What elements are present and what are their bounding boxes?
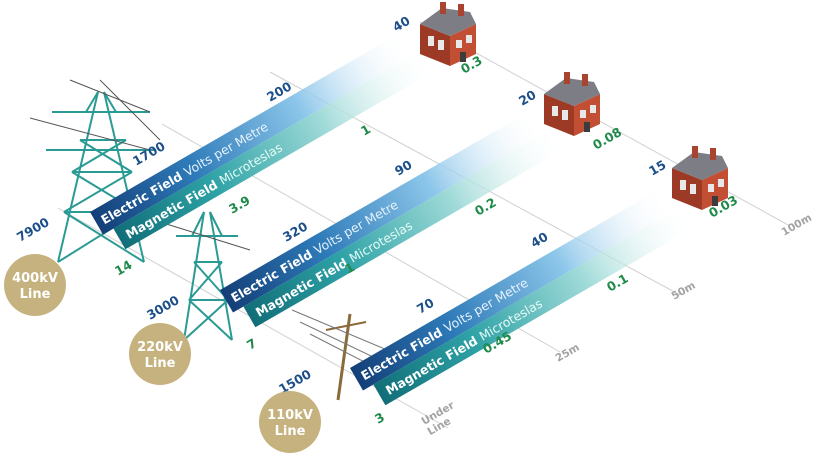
magnetic-field-value: 14 [112,257,135,279]
magnetic-field-value: 3 [372,409,387,426]
electric-field-value: 1700 [130,138,168,169]
svg-text:Line: Line [20,287,51,302]
distance-label: 100m [780,212,815,239]
svg-text:220kV: 220kV [137,340,183,355]
svg-text:110kV: 110kV [267,408,313,423]
magnetic-field-value: 0.08 [590,124,624,152]
electric-field-band [220,110,545,313]
distance-label: 25m [554,341,582,364]
electric-field-value: 40 [390,13,413,35]
electric-field-value: 70 [414,295,437,317]
magnetic-field-value: 3.9 [226,193,253,217]
electric-field-band [350,188,675,391]
electric-field-value: 15 [646,157,669,179]
svg-text:Line: Line [275,424,306,439]
magnetic-field-value: 7 [244,335,259,352]
house-icon [544,72,600,136]
magnetic-field-band [113,48,438,250]
svg-text:Line: Line [145,356,176,371]
svg-text:400kV: 400kV [12,271,58,286]
distance-label: UnderLine [420,399,464,438]
pylon-220kv-icon [159,211,251,341]
house-icon [420,2,476,66]
house-icon [672,146,728,210]
electric-field-value: 90 [392,157,415,179]
pylon-400kv-icon [29,79,161,263]
magnetic-field-band [243,126,568,328]
electric-field-value: 3000 [144,292,182,323]
electric-field-value: 40 [528,229,551,251]
magnetic-field-value: 1 [358,121,373,138]
guide-line-100m [419,21,791,227]
distance-label: 50m [670,279,698,302]
electric-field-value: 7900 [14,214,52,245]
electric-field-value: 20 [516,87,539,109]
magnetic-field-band [373,204,698,406]
electric-field-band [90,32,415,235]
